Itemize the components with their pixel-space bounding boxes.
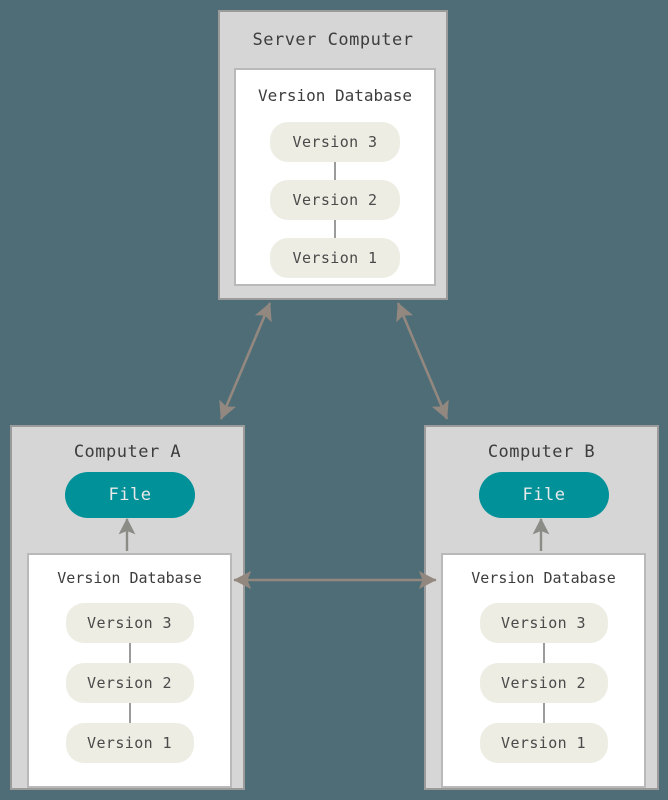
version-pill[interactable]: Version 2	[65, 663, 194, 703]
version-link	[128, 703, 131, 723]
computer-a-file-label: File	[108, 485, 152, 505]
arrow-server-to-computer-a	[219, 302, 272, 420]
computer-b-version-database-box[interactable]: Version Database Version 3 Version 2 Ver…	[441, 553, 646, 788]
computer-a-version-database-title: Version Database	[57, 569, 202, 587]
server-computer-box[interactable]: Server Computer Version Database Version…	[218, 10, 448, 300]
computer-b-version-database-title: Version Database	[471, 569, 616, 587]
server-version-database-box[interactable]: Version Database Version 3 Version 2 Ver…	[234, 68, 436, 286]
version-link	[128, 643, 131, 663]
computer-b-file-pill[interactable]: File	[479, 472, 609, 518]
computer-a-file-pill[interactable]: File	[65, 472, 195, 518]
server-computer-title: Server Computer	[252, 30, 414, 50]
computer-b-box[interactable]: Computer B File Version Database Version…	[424, 425, 659, 790]
version-link	[334, 220, 336, 238]
version-pill[interactable]: Version 1	[270, 238, 400, 278]
computer-b-title: Computer B	[487, 442, 596, 462]
computer-b-file-label: File	[522, 485, 566, 505]
version-pill[interactable]: Version 2	[270, 180, 400, 220]
version-link	[334, 162, 336, 180]
computer-a-box[interactable]: Computer A File Version Database Version…	[10, 425, 245, 790]
server-version-stack: Version 3 Version 2 Version 1	[236, 122, 434, 278]
version-pill[interactable]: Version 3	[270, 122, 400, 162]
version-pill[interactable]: Version 1	[65, 723, 194, 763]
computer-a-version-database-box[interactable]: Version Database Version 3 Version 2 Ver…	[27, 553, 232, 788]
version-pill[interactable]: Version 3	[479, 603, 608, 643]
version-link	[542, 703, 545, 723]
arrow-server-to-computer-b	[396, 302, 449, 420]
version-pill[interactable]: Version 3	[65, 603, 194, 643]
version-pill[interactable]: Version 1	[479, 723, 608, 763]
version-link	[542, 643, 545, 663]
version-pill[interactable]: Version 2	[479, 663, 608, 703]
computer-a-title: Computer A	[73, 442, 182, 462]
computer-a-version-stack: Version 3 Version 2 Version 1	[29, 603, 230, 763]
server-version-database-title: Version Database	[257, 86, 413, 105]
computer-b-version-stack: Version 3 Version 2 Version 1	[443, 603, 644, 763]
